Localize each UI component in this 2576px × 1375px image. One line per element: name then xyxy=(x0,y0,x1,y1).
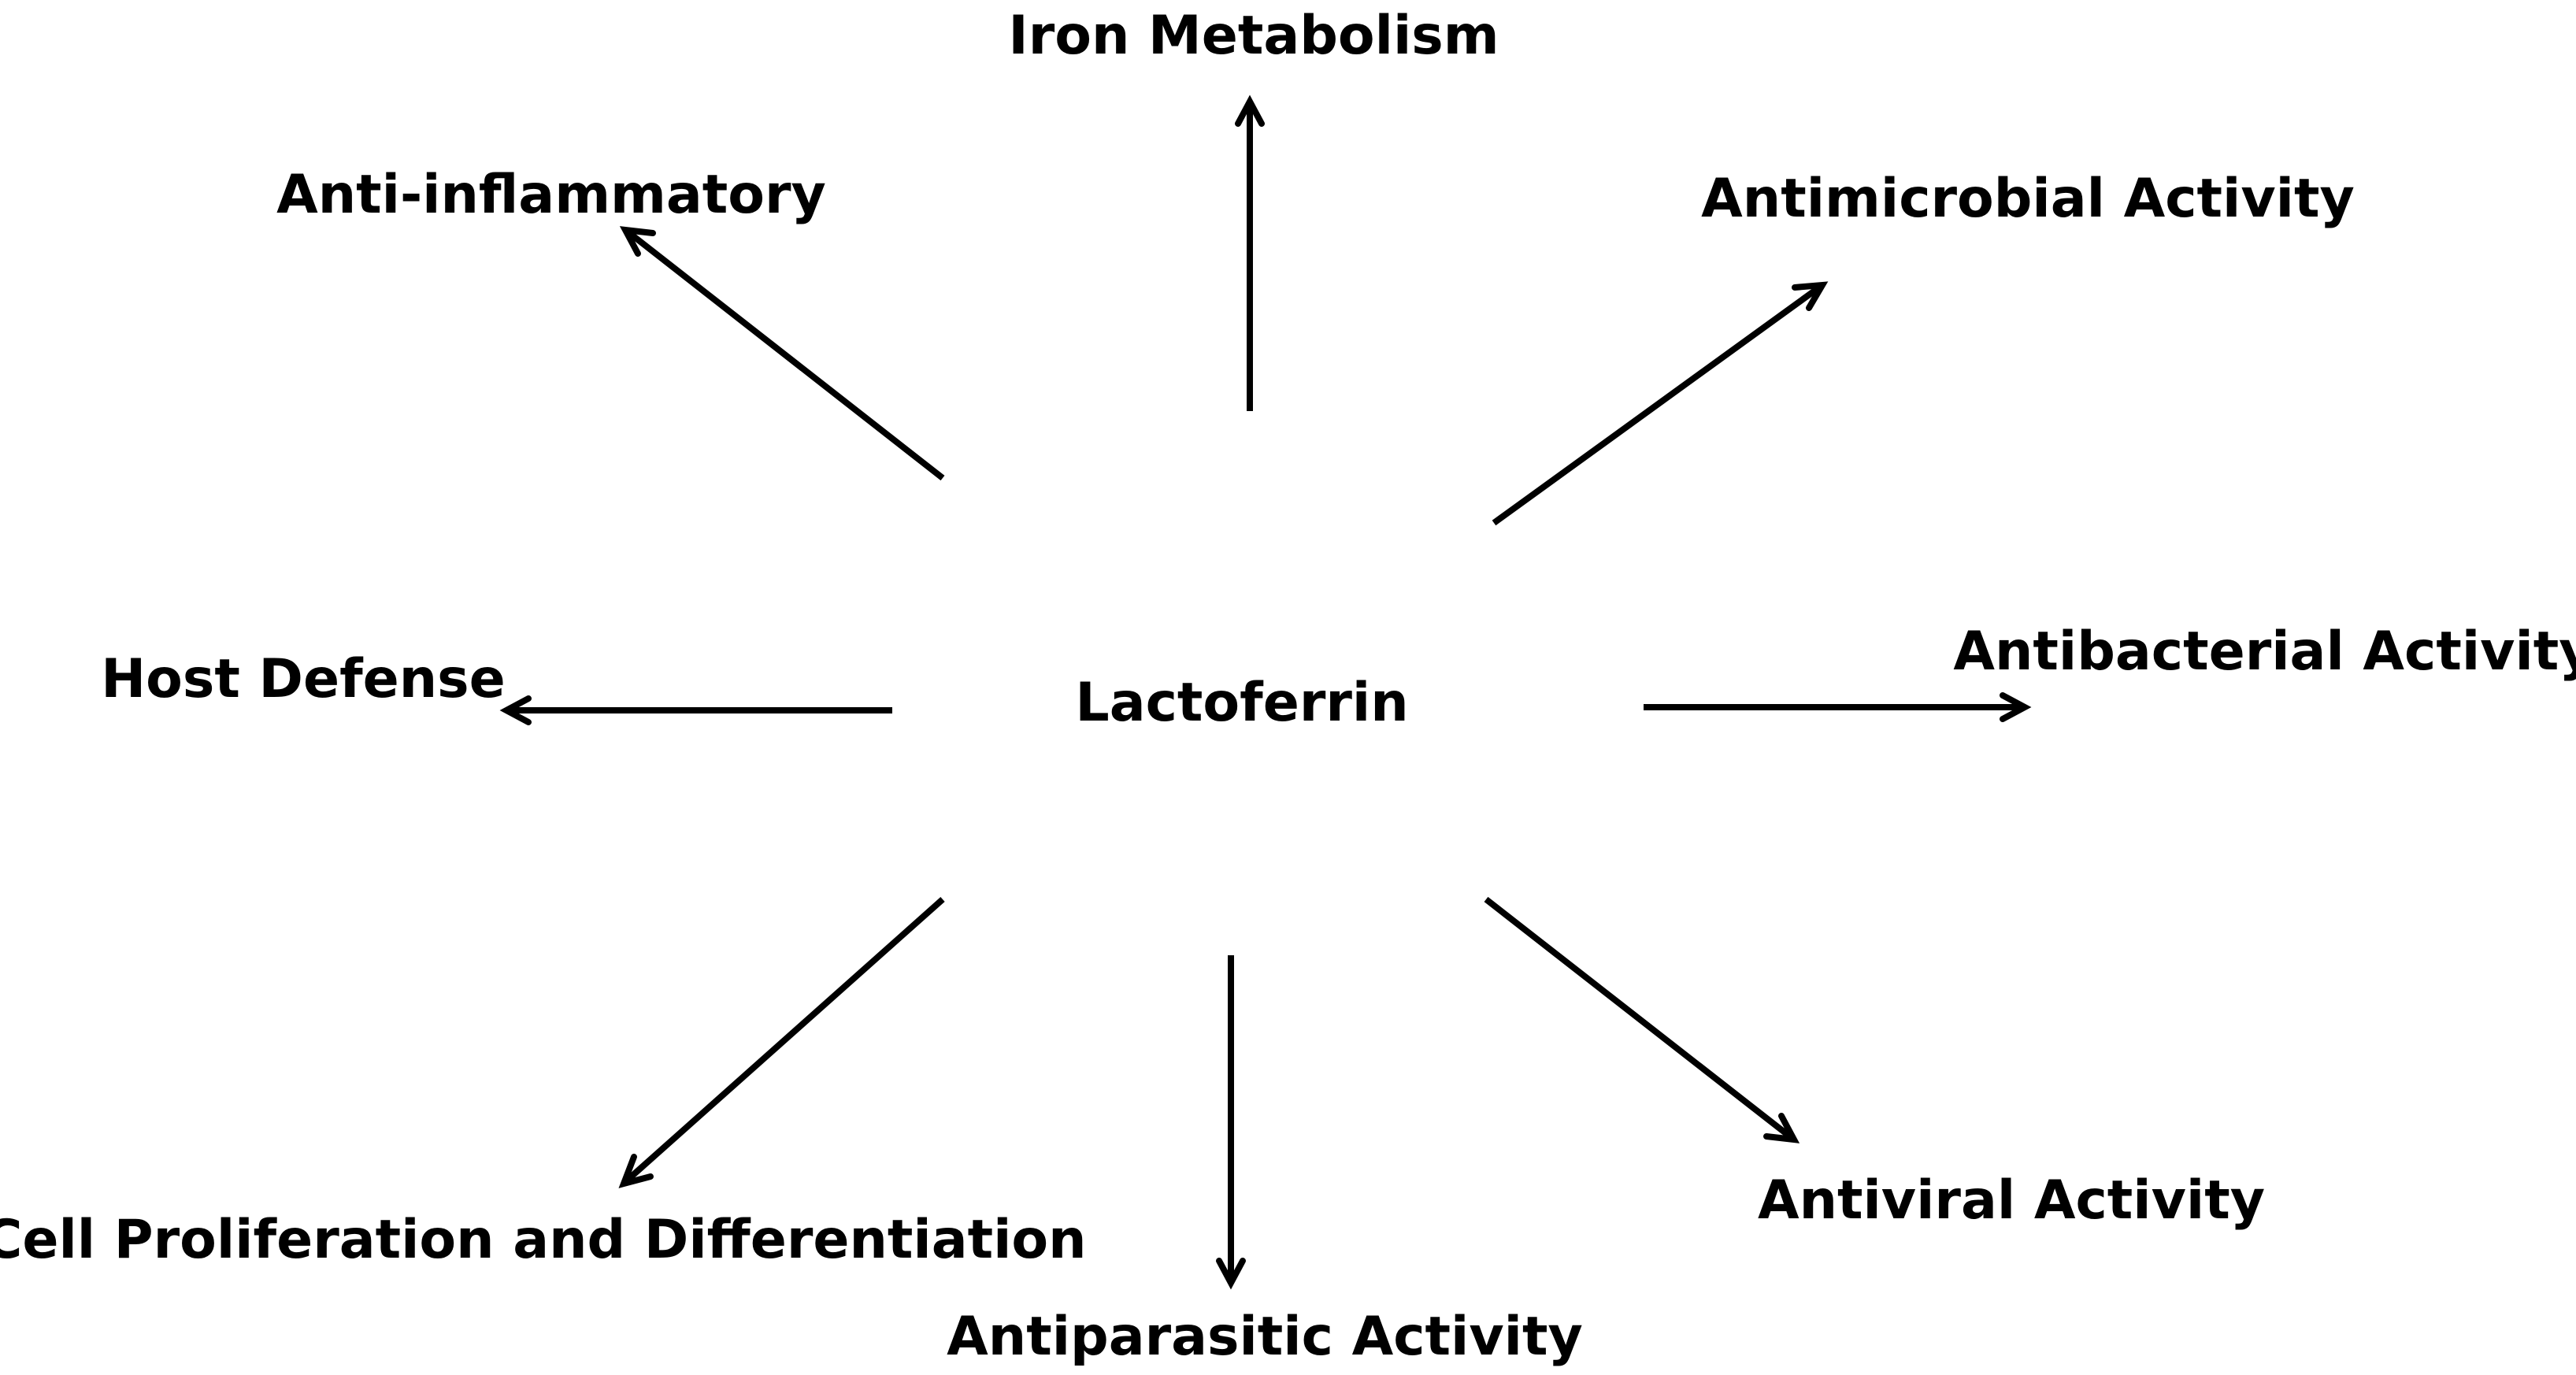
arrow-antimicrobial-activity xyxy=(1492,281,1829,526)
label-iron-metabolism: Iron Metabolism xyxy=(1008,5,1499,67)
center-label: Lactoferrin xyxy=(1075,672,1408,734)
label-antimicrobial-activity: Antimicrobial Activity xyxy=(1701,168,2355,230)
arrow-cell-proliferation xyxy=(618,897,945,1188)
arrow-antiparasitic-activity xyxy=(1216,955,1246,1290)
label-antiparasitic-activity: Antiparasitic Activity xyxy=(947,1306,1583,1368)
arrow-iron-metabolism xyxy=(1235,95,1265,411)
label-host-defense: Host Defense xyxy=(101,648,506,710)
label-anti-inflammatory: Anti-inflammatory xyxy=(276,164,826,226)
label-antiviral-activity: Antiviral Activity xyxy=(1758,1169,2265,1232)
label-antibacterial-activity: Antibacterial Activity xyxy=(1953,621,2576,683)
arrow-host-defense xyxy=(499,695,892,725)
arrow-antiviral-activity xyxy=(1484,896,1800,1143)
label-cell-proliferation: Cell Proliferation and Differentiation xyxy=(0,1209,1087,1271)
arrow-anti-inflammatory xyxy=(619,226,945,481)
arrow-antibacterial-activity xyxy=(1644,692,2032,722)
